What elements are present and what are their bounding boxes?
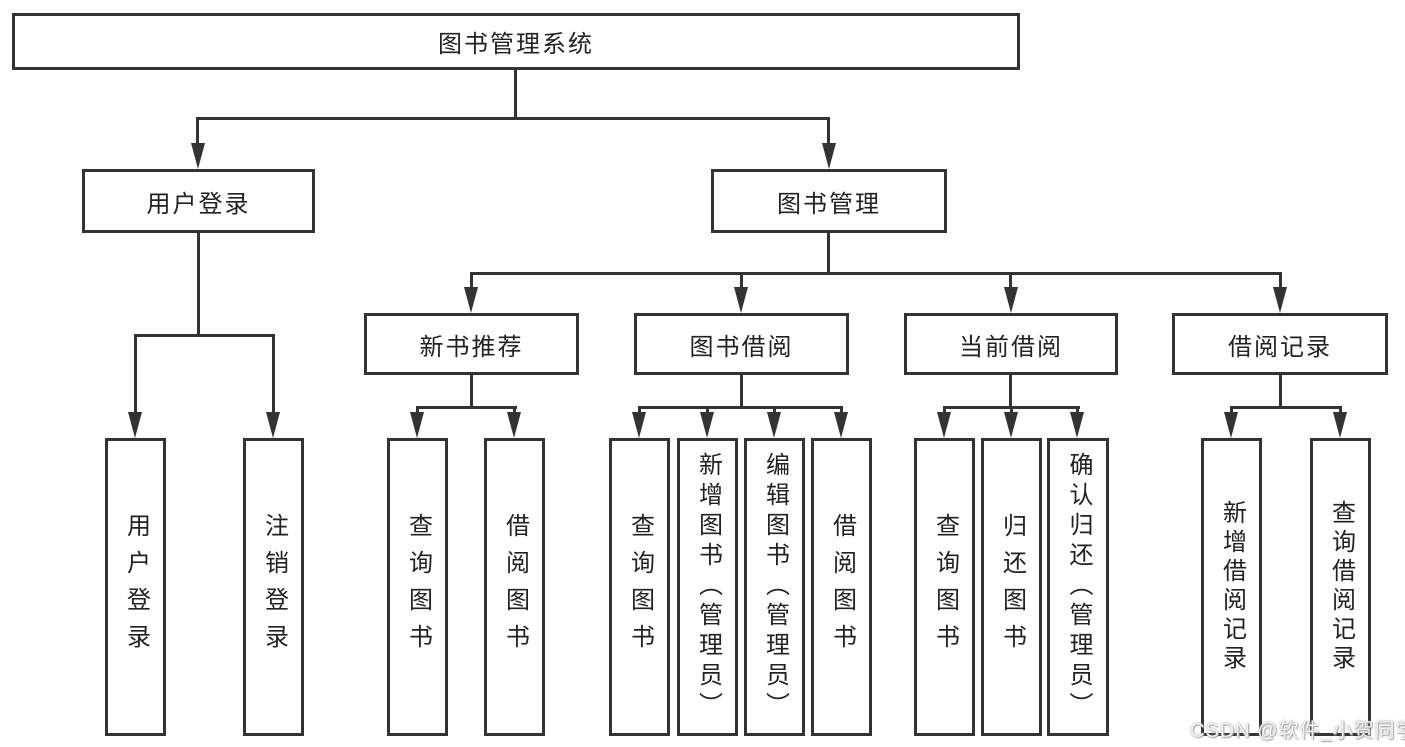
leaf-query-books-current: 查询图书 [914,438,975,736]
leaf-logout: 注销登录 [243,438,304,736]
leaf-label: 查询图书 [931,513,959,661]
arrow-down-icon [128,412,142,438]
connector-line [1076,406,1079,414]
arrow-down-icon [937,412,951,438]
connector-line [134,334,275,337]
connector-line [740,272,743,289]
arrow-down-icon [410,412,424,438]
arrow-down-icon [1333,412,1347,438]
leaf-label: 借阅图书 [501,513,529,661]
leaf-label: 查询图书 [626,513,654,661]
connector-line [470,272,473,289]
connector-line [827,117,830,145]
arrow-down-icon [700,412,714,438]
connector-line [134,334,137,414]
connector-line [470,272,1282,275]
arrow-down-icon [507,412,521,438]
connector-line [416,406,419,414]
node-label: 图书管理 [777,190,881,218]
connector-line [1339,406,1342,414]
connector-line [706,406,709,414]
arrow-down-icon [266,412,280,438]
node-current-borrowing: 当前借阅 [904,313,1118,375]
arrow-down-icon [767,412,781,438]
leaf-borrow-books-recommend: 借阅图书 [484,438,545,736]
arrow-down-icon [1004,287,1018,313]
leaf-label: 注销登录 [260,513,288,661]
connector-line [196,117,199,145]
connector-line [827,233,830,275]
connector-line [740,375,743,409]
connector-line [272,334,275,414]
connector-line [416,406,517,409]
leaf-user-login: 用户登录 [105,438,166,736]
connector-line [773,406,776,414]
arrow-down-icon [1273,287,1287,313]
connector-line [1009,375,1012,409]
connector-line [470,375,473,409]
leaf-edit-books-admin: 编辑图书（管理员） [744,438,805,736]
leaf-label: 查询借阅记录 [1327,500,1355,674]
arrow-down-icon [191,143,205,169]
node-label: 图书借阅 [689,333,794,361]
leaf-label: 编辑图书（管理员） [761,452,789,722]
connector-line [840,406,843,414]
connector-line [513,406,516,414]
leaf-label: 归还图书 [998,513,1026,661]
leaf-query-books-recommend: 查询图书 [387,438,448,736]
connector-line [514,70,517,118]
csdn-watermark: CSDN @软件_小贺同学 [1190,720,1405,742]
leaf-query-books-borrowing: 查询图书 [609,438,670,736]
connector-line [197,233,200,337]
leaf-add-books-admin: 新增图书（管理员） [677,438,738,736]
node-label: 图书管理系统 [438,31,594,58]
arrow-down-icon [734,287,748,313]
leaf-borrow-books-borrowing: 借阅图书 [811,438,872,736]
node-book-management: 图书管理 [711,169,947,233]
node-book-borrowing: 图书借阅 [634,313,849,375]
leaf-label: 确认归还（管理员） [1065,452,1092,722]
leaf-confirm-return-admin: 确认归还（管理员） [1047,438,1109,736]
node-user-login: 用户登录 [82,169,315,233]
arrow-down-icon [1004,412,1018,438]
connector-line [1230,406,1233,414]
leaf-label: 新增借阅记录 [1218,500,1246,674]
leaf-label: 借阅图书 [828,513,856,661]
connector-line [196,117,830,120]
arrow-down-icon [632,412,646,438]
connector-line [638,406,843,409]
connector-line [1230,406,1342,409]
connector-line [1010,406,1013,414]
node-new-book-recommend: 新书推荐 [364,313,579,375]
leaf-label: 新增图书（管理员） [694,452,722,722]
leaf-return-books: 归还图书 [981,438,1042,736]
connector-line [943,406,946,414]
connector-line [638,406,641,414]
connector-line [1009,272,1012,289]
node-label: 用户登录 [146,190,251,218]
node-label: 借阅记录 [1228,333,1332,361]
leaf-add-borrow-record: 新增借阅记录 [1201,438,1262,736]
arrow-down-icon [834,412,848,438]
arrow-down-icon [1224,412,1238,438]
arrow-down-icon [822,143,836,169]
node-label: 当前借阅 [959,333,1063,361]
leaf-label: 查询图书 [404,513,432,661]
node-library-management-system: 图书管理系统 [12,13,1020,70]
node-borrowing-records: 借阅记录 [1172,313,1388,375]
arrow-down-icon [464,287,478,313]
connector-line [1279,375,1282,409]
node-label: 新书推荐 [419,333,524,361]
leaf-label: 用户登录 [122,513,150,661]
connector-line [1279,272,1282,289]
leaf-query-borrow-record: 查询借阅记录 [1310,438,1371,736]
arrow-down-icon [1070,412,1084,438]
